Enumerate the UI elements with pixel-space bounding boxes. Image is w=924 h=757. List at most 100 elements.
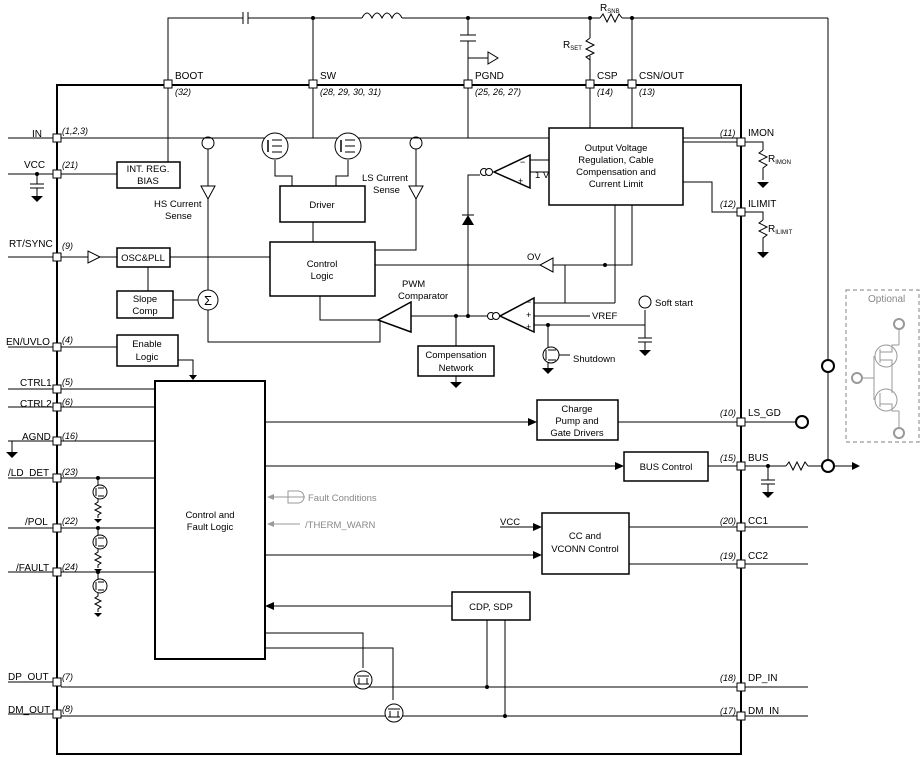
fault-fet <box>92 570 108 617</box>
pol-fet <box>92 526 108 573</box>
svg-text:Fault Logic: Fault Logic <box>187 522 234 533</box>
svg-text:Enable: Enable <box>132 339 162 350</box>
pin-sw-num: (28, 29, 30, 31) <box>320 87 381 97</box>
error-amp: − + + <box>487 296 535 334</box>
enable-logic-block: Enable Logic <box>116 334 179 367</box>
pin-pol-label: /POL <box>25 517 48 528</box>
summer: Σ <box>197 289 219 311</box>
pin-ctrl2-label: CTRL2 <box>20 399 52 410</box>
pin-ls-gd-num: (10) <box>720 408 736 418</box>
svg-text:+: + <box>518 176 523 186</box>
therm-warn-label: /THERM_WARN <box>305 520 376 531</box>
pin-imon-label: IMON <box>748 128 774 139</box>
pin-pol-num: (22) <box>62 516 78 526</box>
pin-fault-label: /FAULT <box>16 563 49 574</box>
pin-csp-label: CSP <box>597 71 618 82</box>
pin-ilimit-label: ILIMIT <box>748 199 776 210</box>
pwm-comparator: PWM Comparator <box>376 279 448 334</box>
cc-vconn-block: CC and VCONN Control <box>541 512 630 575</box>
svg-text:OSC&PLL: OSC&PLL <box>121 253 165 264</box>
optional-label: Optional <box>868 294 905 305</box>
pin-csn-num: (13) <box>639 87 655 97</box>
pin-ld-det-label: /LD_DET <box>8 468 49 479</box>
svg-text:Logic: Logic <box>311 271 334 282</box>
svg-text:PWM: PWM <box>402 279 425 290</box>
optional-block: Optional <box>845 289 920 443</box>
svg-text:Current Limit: Current Limit <box>589 179 644 190</box>
svg-text:Σ: Σ <box>204 293 212 308</box>
svg-text:BIAS: BIAS <box>137 176 159 187</box>
pin-vcc-label: VCC <box>24 160 45 171</box>
shutdown-label: Shutdown <box>573 354 615 365</box>
pin-cc1-label: CC1 <box>748 516 768 527</box>
vcc-input-label: VCC <box>500 517 520 528</box>
r-ilimit-label: RILIMIT <box>768 224 793 236</box>
top-external-circuit: RSNB RSET <box>167 3 829 360</box>
svg-text:−: − <box>526 297 531 307</box>
pin-dm-in-label: DM_IN <box>748 706 779 717</box>
pin-cc2-label: CC2 <box>748 551 768 562</box>
svg-text:VCONN Control: VCONN Control <box>551 544 619 555</box>
svg-text:Compensation and: Compensation and <box>576 167 656 178</box>
pin-in-label: IN <box>32 129 42 140</box>
r-snb-label: RSNB <box>600 3 620 15</box>
pin-bus-label: BUS <box>748 453 769 464</box>
pin-dm-in-num: (17) <box>720 706 736 716</box>
pin-boot-label: BOOT <box>175 71 203 82</box>
hs-fet <box>261 132 289 160</box>
pin-dp-out-label: DP_OUT <box>8 672 49 683</box>
ld-det-fet <box>92 476 108 523</box>
compensation-network-block: Compensation Network <box>417 345 495 377</box>
current-limit-amp: − + 1 V <box>480 153 550 190</box>
soft-start-label: Soft start <box>655 298 693 309</box>
svg-text:Output Voltage: Output Voltage <box>585 143 648 154</box>
svg-text:−: − <box>520 157 525 167</box>
osc-pll-block: OSC&PLL <box>116 247 171 268</box>
svg-text:INT. REG.: INT. REG. <box>127 164 170 175</box>
svg-text:Gate Drivers: Gate Drivers <box>550 428 604 439</box>
control-fault-logic-block: Control and Fault Logic <box>154 380 266 660</box>
dp-switch-fet <box>353 670 373 690</box>
pin-pgnd-num: (25, 26, 27) <box>475 87 521 97</box>
svg-text:Slope: Slope <box>133 294 157 305</box>
pin-rt-sync-label: RT/SYNC <box>9 239 53 250</box>
svg-text:CDP, SDP: CDP, SDP <box>469 602 513 613</box>
pin-cc1-num: (20) <box>720 516 736 526</box>
pin-agnd-label: AGND <box>22 432 51 443</box>
svg-text:CC and: CC and <box>569 531 601 542</box>
pin-cc2-num: (19) <box>720 551 736 561</box>
pin-csn-label: CSN/OUT <box>639 71 684 82</box>
right-pins: (11) IMON (12) ILIMIT (10) LS_GD (15) BU… <box>720 128 781 721</box>
pin-en-uvlo-num: (4) <box>62 335 73 345</box>
pin-rt-sync-num: (9) <box>62 241 73 251</box>
svg-text:Charge: Charge <box>561 404 592 415</box>
ls-sense-label-2: Sense <box>373 185 400 196</box>
slope-comp-block: Slope Comp <box>116 290 174 319</box>
left-pins: IN (1,2,3) VCC (21) RT/SYNC (9) EN/UVLO … <box>6 126 88 719</box>
pin-fault-num: (24) <box>62 562 78 572</box>
pin-bus-num: (15) <box>720 453 736 463</box>
pin-ls-gd-label: LS_GD <box>748 408 781 419</box>
pin-ilimit-num: (12) <box>720 199 736 209</box>
driver-block: Driver <box>279 185 366 223</box>
fault-conditions-label: Fault Conditions <box>308 493 377 504</box>
left-external-wires <box>6 137 53 715</box>
svg-text:Control: Control <box>307 259 338 270</box>
pin-dm-out-num: (8) <box>62 704 73 714</box>
svg-text:Logic: Logic <box>136 352 159 363</box>
pin-ctrl2-num: (6) <box>62 397 73 407</box>
pin-sw-label: SW <box>320 71 337 82</box>
internal-wiring <box>61 88 745 718</box>
pin-vcc-num: (21) <box>62 160 78 170</box>
dm-switch-fet <box>384 703 404 723</box>
pin-dp-out-num: (7) <box>62 672 73 682</box>
pin-ld-det-num: (23) <box>62 467 78 477</box>
charge-pump-block: Charge Pump and Gate Drivers <box>536 399 619 441</box>
ls-sense-label: LS Current <box>362 173 408 184</box>
svg-text:Driver: Driver <box>309 200 334 211</box>
svg-text:Regulation, Cable: Regulation, Cable <box>578 155 654 166</box>
bus-control-block: BUS Control <box>623 451 709 482</box>
svg-text:BUS Control: BUS Control <box>640 462 693 473</box>
ov-label: OV <box>527 252 541 263</box>
svg-text:+: + <box>526 310 531 320</box>
